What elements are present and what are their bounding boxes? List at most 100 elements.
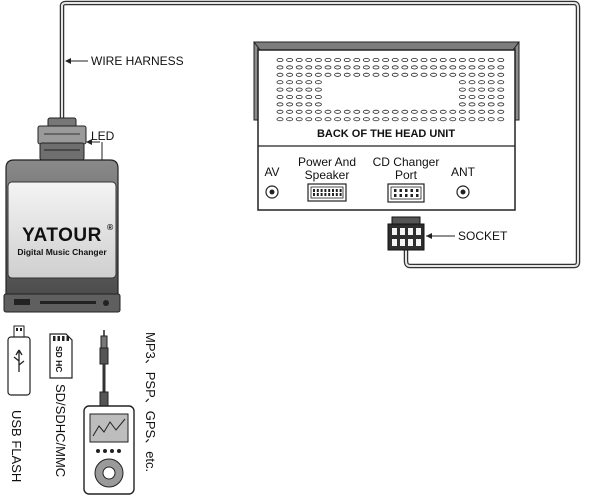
vent-slot (391, 109, 399, 114)
vent-slot (372, 65, 380, 70)
vent-slot (497, 72, 505, 77)
vent-slot (295, 109, 303, 114)
vent-slot (362, 58, 370, 63)
vent-slot (410, 65, 418, 70)
vent-slot (497, 117, 505, 122)
vent-slot (420, 117, 428, 122)
head-unit: BACK OF THE HEAD UNIT AV Power And Speak… (253, 41, 520, 211)
socket-pins (392, 228, 421, 246)
vent-slot (324, 65, 332, 70)
vent-slot (497, 58, 505, 63)
vent-slot (391, 58, 399, 63)
vent-slot (286, 117, 294, 122)
vent-slot (410, 117, 418, 122)
vent-slot (439, 65, 447, 70)
vent-slot (478, 95, 486, 100)
vent-slot (497, 95, 505, 100)
vent-slot (458, 95, 466, 100)
vent-slot (487, 72, 495, 77)
vent-slot (458, 109, 466, 114)
device-brand: YATOUR (22, 225, 102, 246)
vent-slot (324, 58, 332, 63)
ant-label: ANT (451, 165, 476, 179)
vent-slot (343, 109, 351, 114)
vent-slot (305, 80, 313, 85)
vent-slot (334, 109, 342, 114)
cd-changer-port (387, 183, 425, 203)
vent-slot (439, 58, 447, 63)
vent-slot (276, 72, 284, 77)
vent-slot (391, 117, 399, 122)
aux-cable (99, 330, 109, 407)
usb-flash-drive (7, 325, 31, 396)
vent-slot (430, 117, 438, 122)
wire-harness-cable (59, 0, 581, 269)
vent-slot (458, 102, 466, 107)
vent-slot (276, 95, 284, 100)
vent-slot (430, 109, 438, 114)
vent-slot (468, 95, 476, 100)
vent-slot (334, 72, 342, 77)
vent-slot (478, 58, 486, 63)
vent-slot (468, 65, 476, 70)
mp3-player (83, 405, 135, 495)
cd-changer-label-line2: Port (395, 168, 418, 182)
vent-slot (458, 72, 466, 77)
vent-slot (295, 117, 303, 122)
vent-slot (430, 72, 438, 77)
vent-slot (362, 109, 370, 114)
vent-slot (401, 65, 409, 70)
mp3-label: MP3、PSP、GPS、etc. (143, 332, 158, 472)
vent-slot (353, 117, 361, 122)
vent-slot (430, 58, 438, 63)
vent-slot (276, 109, 284, 114)
socket-label: SOCKET (458, 229, 508, 243)
vent-slot (286, 87, 294, 92)
vent-slot (314, 80, 322, 85)
vent-slot (468, 117, 476, 122)
vent-slot (487, 102, 495, 107)
vent-slot (458, 65, 466, 70)
vent-slot (487, 109, 495, 114)
vent-slot (276, 102, 284, 107)
vent-slot (334, 117, 342, 122)
vent-slot (468, 72, 476, 77)
vent-slot (343, 58, 351, 63)
vent-slot (314, 72, 322, 77)
aux-port (103, 300, 109, 306)
vent-slot (468, 58, 476, 63)
vent-slot (487, 58, 495, 63)
vent-slot (276, 117, 284, 122)
vent-slot (478, 109, 486, 114)
vent-slot (324, 109, 332, 114)
vent-slot (497, 109, 505, 114)
vent-slot (305, 87, 313, 92)
vent-slot (382, 109, 390, 114)
vent-slot (410, 109, 418, 114)
vent-slot (478, 80, 486, 85)
vent-slot (305, 109, 313, 114)
vent-slot (362, 117, 370, 122)
vent-slot (487, 87, 495, 92)
vent-slot (372, 117, 380, 122)
vent-slot (295, 102, 303, 107)
vent-slot (497, 65, 505, 70)
vent-slot (478, 102, 486, 107)
vent-slot (305, 65, 313, 70)
vent-slot (305, 102, 313, 107)
vent-slot (314, 87, 322, 92)
harness-connector (37, 117, 87, 161)
vent-slot (401, 58, 409, 63)
vent-slot (343, 72, 351, 77)
vent-slot (314, 95, 322, 100)
vent-slot (372, 58, 380, 63)
vent-slot (295, 87, 303, 92)
vent-slot (314, 117, 322, 122)
vent-slot (324, 72, 332, 77)
vent-slot (382, 72, 390, 77)
vent-slot (478, 117, 486, 122)
wire-harness-label: WIRE HARNESS (91, 54, 184, 68)
vent-slot (305, 117, 313, 122)
vent-slot (286, 80, 294, 85)
vent-slot (353, 58, 361, 63)
